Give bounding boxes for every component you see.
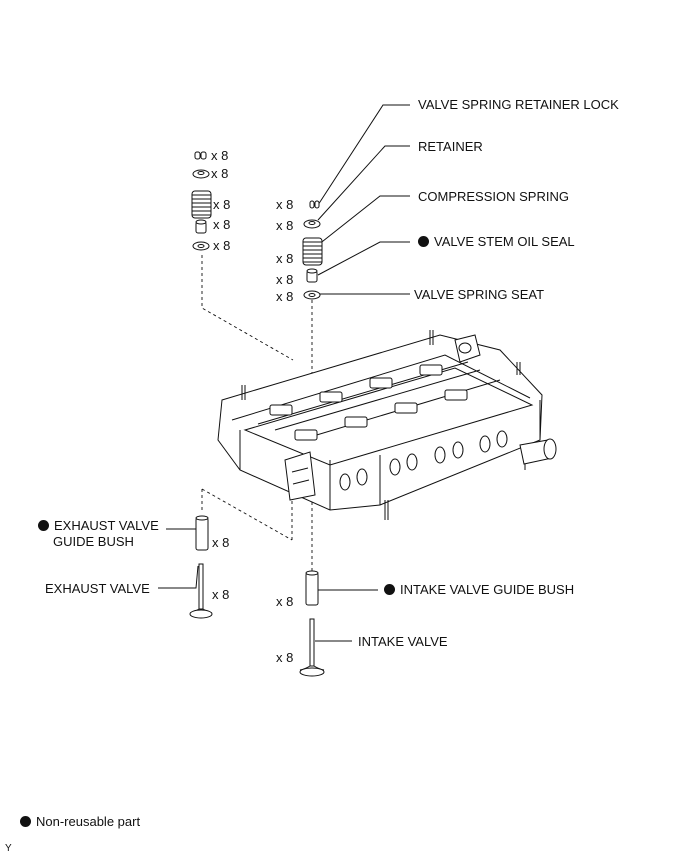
left-retainer-lock-icon [194, 151, 207, 160]
qty-exhaust-valve: x 8 [212, 587, 230, 602]
label-valve-spring-retainer-lock: VALVE SPRING RETAINER LOCK [418, 97, 619, 112]
leader-retainer-lock [317, 104, 410, 206]
label-intake-valve-guide-bush: INTAKE VALVE GUIDE BUSH [384, 582, 574, 597]
label-compression-spring: COMPRESSION SPRING [418, 189, 569, 204]
qty-left-retainer: x 8 [211, 166, 229, 181]
left-retainer-icon [192, 169, 210, 179]
cylinder-head-illustration [217, 330, 557, 520]
qty-intake-bush: x 8 [276, 594, 294, 609]
dash-exhaust-diag [201, 488, 293, 541]
qty-left-oil-seal: x 8 [213, 217, 231, 232]
qty-right-spring: x 8 [276, 251, 294, 266]
leader-retainer [317, 145, 410, 221]
right-retainer-lock-icon [309, 200, 320, 209]
right-retainer-icon [303, 219, 321, 229]
leader-oil-seal [317, 241, 410, 276]
label-exhaust-valve: EXHAUST VALVE [45, 581, 150, 596]
qty-exhaust-bush: x 8 [212, 535, 230, 550]
non-reusable-dot-icon [20, 816, 31, 827]
label-intake-bush-text: INTAKE VALVE GUIDE BUSH [400, 582, 575, 597]
left-spring-icon [191, 190, 212, 219]
footer-code: Y [5, 843, 12, 854]
label-valve-stem-oil-seal: VALVE STEM OIL SEAL [418, 234, 575, 249]
qty-left-spring: x 8 [213, 197, 231, 212]
qty-right-oil-seal: x 8 [276, 272, 294, 287]
exhaust-valve-icon [189, 563, 213, 619]
dash-left-stack [201, 255, 294, 361]
leader-exhaust-valve [158, 565, 199, 589]
qty-right-spring-seat: x 8 [276, 289, 294, 304]
right-component-stack [302, 200, 323, 300]
qty-right-retainer-lock: x 8 [276, 197, 294, 212]
left-component-stack [191, 151, 212, 251]
intake-valve-guide-bush-icon [305, 570, 319, 606]
qty-left-spring-seat: x 8 [213, 238, 231, 253]
label-exhaust-valve-guide-bush: EXHAUST VALVE [38, 518, 159, 533]
exhaust-valve-guide-bush-icon [195, 515, 209, 551]
right-spring-icon [302, 237, 323, 266]
label-exhaust-bush-line2: GUIDE BUSH [53, 534, 134, 549]
qty-intake-valve: x 8 [276, 650, 294, 665]
non-reusable-dot-icon [38, 520, 49, 531]
intake-valve-icon [299, 618, 325, 677]
qty-right-retainer: x 8 [276, 218, 294, 233]
right-spring-seat-icon [303, 290, 321, 300]
non-reusable-dot-icon [384, 584, 395, 595]
label-intake-valve: INTAKE VALVE [358, 634, 448, 649]
legend-text: Non-reusable part [36, 814, 141, 829]
left-spring-seat-icon [192, 241, 210, 251]
label-exhaust-bush-line1: EXHAUST VALVE [54, 518, 159, 533]
label-retainer: RETAINER [418, 139, 483, 154]
label-valve-spring-seat: VALVE SPRING SEAT [414, 287, 545, 302]
label-valve-stem-oil-seal-text: VALVE STEM OIL SEAL [434, 234, 575, 249]
leader-compression-spring [317, 195, 410, 246]
right-oil-seal-icon [306, 268, 318, 283]
qty-left-retainer-lock: x 8 [211, 148, 229, 163]
left-oil-seal-icon [195, 219, 207, 234]
legend-non-reusable: Non-reusable part [20, 814, 140, 829]
non-reusable-dot-icon [418, 236, 429, 247]
